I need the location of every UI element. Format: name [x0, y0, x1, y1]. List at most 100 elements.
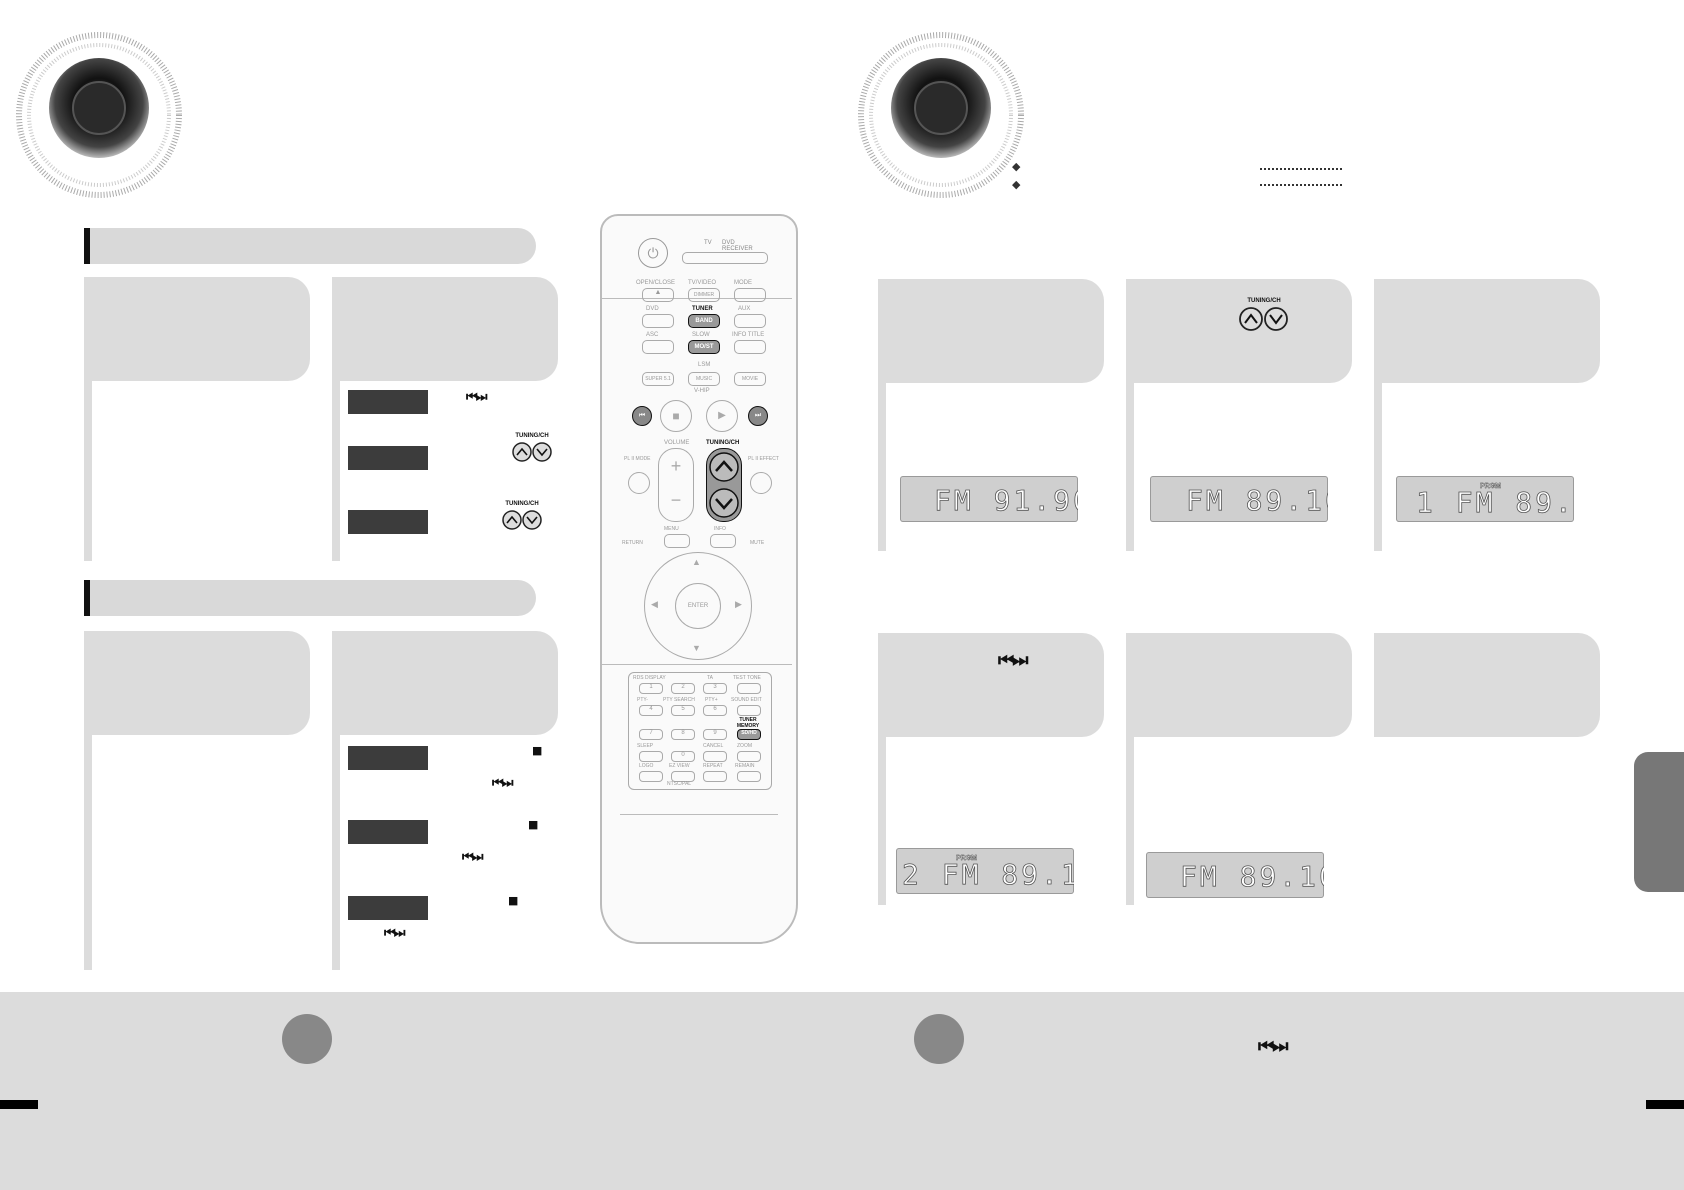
- step-stem-2: [332, 381, 340, 561]
- lcd-display-3-text: 1 FM 89.10: [1416, 486, 1574, 519]
- lcd-display-1-text: FM 91.90: [934, 484, 1078, 517]
- menu-label: MENU: [664, 526, 679, 532]
- pty-minus-label: PTY-: [637, 697, 648, 703]
- digit-9-button[interactable]: 9: [703, 729, 727, 740]
- tuning-rocker[interactable]: [706, 448, 742, 522]
- digit-8-button[interactable]: 8: [671, 729, 695, 740]
- dvd-label: DVD: [646, 306, 659, 312]
- skip-buttons-icon: ⏮⏭: [466, 390, 487, 405]
- slow-label: SLOW: [692, 332, 710, 338]
- nav-down-icon[interactable]: ▼: [692, 643, 701, 653]
- prgm-indicator: PRGM: [1480, 483, 1501, 490]
- speaker-graphic-right: [858, 32, 1024, 198]
- tuner-memory-label: TUNER MEMORY: [736, 717, 760, 729]
- volume-rocker[interactable]: + −: [658, 448, 694, 522]
- aux-button[interactable]: [734, 314, 766, 328]
- enter-button[interactable]: ENTER: [675, 583, 721, 629]
- mo-st-button[interactable]: MO/ST: [688, 340, 720, 354]
- step-card-4: [332, 631, 558, 735]
- info-title-button[interactable]: [734, 340, 766, 354]
- play-pause-button[interactable]: ▶: [706, 400, 738, 432]
- skip-forward-button[interactable]: ⏭: [748, 406, 768, 426]
- music-button[interactable]: MUSIC: [688, 372, 720, 386]
- source-label-tv: TV: [704, 240, 712, 246]
- skip-buttons-icon-6: ⏮⏭: [1258, 1036, 1288, 1057]
- volume-down-icon: −: [670, 490, 682, 510]
- source-selector-switch[interactable]: [682, 252, 768, 264]
- digit-6-button[interactable]: 6: [703, 705, 727, 716]
- power-button[interactable]: ⏻: [638, 238, 668, 268]
- step-card-2: [332, 277, 558, 381]
- sound-edit-button[interactable]: [737, 705, 761, 716]
- pty-plus-label: PTY+: [705, 697, 718, 703]
- info-label: INFO: [714, 526, 726, 532]
- nav-up-icon[interactable]: ▲: [692, 557, 701, 567]
- pl2-mode-button[interactable]: [628, 472, 650, 494]
- tuning-arrows-icon: [709, 452, 739, 518]
- ez-view-label: EZ VIEW: [669, 763, 690, 769]
- right-step-card-6: [1374, 633, 1600, 737]
- dvd-button[interactable]: [642, 314, 674, 328]
- info-button[interactable]: [710, 534, 736, 548]
- digit-7-button[interactable]: 7: [639, 729, 663, 740]
- tuning-caption: TUNING/CH: [515, 433, 548, 439]
- remain-label: REMAIN: [735, 763, 755, 769]
- movie-button[interactable]: MOVIE: [734, 372, 766, 386]
- speaker-graphic-left: [16, 32, 182, 198]
- navigation-ring[interactable]: ▲ ▼ ◀ ▶ ENTER: [644, 552, 752, 660]
- tuner-memory-button[interactable]: SD/HD: [737, 729, 761, 740]
- method-label-3: [348, 510, 428, 534]
- nav-right-icon[interactable]: ▶: [735, 599, 742, 609]
- right-step-stem-3: [1374, 383, 1382, 551]
- method-label-5: [348, 820, 428, 844]
- digit-1-button[interactable]: 1: [639, 683, 663, 694]
- ntsc-pal-label: NTSC/PAL: [667, 781, 692, 787]
- tuning-buttons-icon-3: TUNING/CH: [1239, 298, 1288, 331]
- skip-buttons-icon-3: ⏮⏭: [462, 850, 483, 865]
- logo-button[interactable]: [639, 771, 663, 782]
- nav-left-icon[interactable]: ◀: [651, 599, 658, 609]
- pl2-effect-button[interactable]: [750, 472, 772, 494]
- tuning-buttons-icon: TUNING/CH: [512, 433, 552, 462]
- band-button[interactable]: BAND: [688, 314, 720, 328]
- ez-view-button[interactable]: [671, 771, 695, 782]
- test-tone-button[interactable]: [737, 683, 761, 694]
- step-card-1: [84, 277, 310, 381]
- repeat-label: REPEAT: [703, 763, 723, 769]
- right-step-stem-2: [1126, 383, 1134, 551]
- remain-button[interactable]: [737, 771, 761, 782]
- skip-back-button[interactable]: ⏮: [632, 406, 652, 426]
- skip-buttons-icon-4: ⏮⏭: [384, 926, 405, 941]
- lcd-display-2-text: FM 89.10: [1186, 484, 1328, 517]
- lcd-display-1: FM 91.90: [900, 476, 1078, 522]
- stop-button-icon-2: ■: [528, 818, 539, 831]
- pl2-effect-label: PL II EFFECT: [748, 456, 779, 462]
- sleep-label: SLEEP: [637, 743, 654, 749]
- super-5-1-button[interactable]: SUPER 5.1: [642, 372, 674, 386]
- repeat-button[interactable]: [703, 771, 727, 782]
- lsm-label: LSM: [698, 362, 711, 368]
- sound-edit-label: SOUND EDIT: [731, 697, 762, 703]
- right-step-card-2: [1126, 279, 1352, 383]
- digit-4-button[interactable]: 4: [639, 705, 663, 716]
- mode-button[interactable]: [734, 288, 766, 302]
- digit-2-button[interactable]: 2: [671, 683, 695, 694]
- chapter-side-tab: [1634, 752, 1684, 892]
- digit-0-button[interactable]: 0: [671, 751, 695, 762]
- tuner-label: TUNER: [692, 306, 713, 312]
- lcd-display-5: FM 89.10: [1146, 852, 1324, 898]
- dimmer-button[interactable]: DIMMER: [688, 288, 720, 302]
- open-close-button[interactable]: ▲: [642, 288, 674, 302]
- zoom-button[interactable]: [737, 751, 761, 762]
- sleep-button[interactable]: [639, 751, 663, 762]
- asc-button[interactable]: [642, 340, 674, 354]
- tuning-ch-label: TUNING/CH: [706, 440, 740, 446]
- lcd-display-2: FM 89.10: [1150, 476, 1328, 522]
- stop-button[interactable]: ■: [660, 400, 692, 432]
- ta-label: TA: [707, 675, 714, 681]
- right-step-card-1: [878, 279, 1104, 383]
- menu-button[interactable]: [664, 534, 690, 548]
- cancel-button[interactable]: [703, 751, 727, 762]
- digit-5-button[interactable]: 5: [671, 705, 695, 716]
- digit-3-button[interactable]: 3: [703, 683, 727, 694]
